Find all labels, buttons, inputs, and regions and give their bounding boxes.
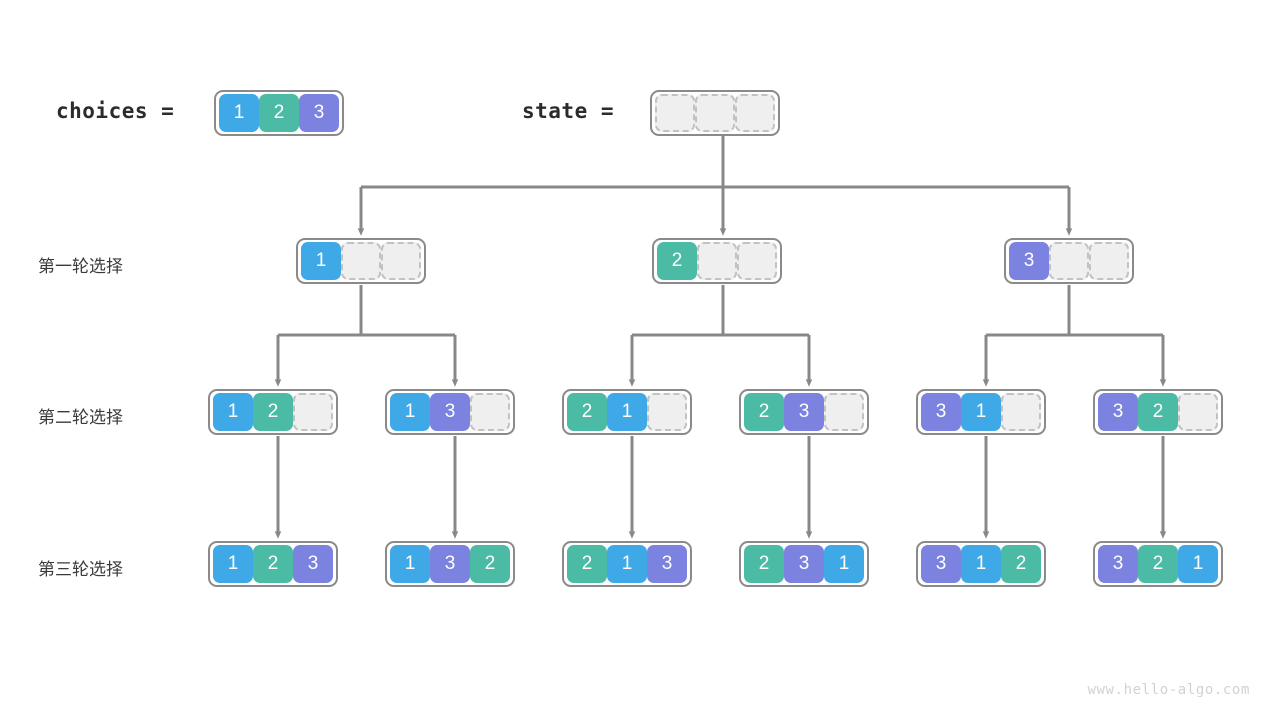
r1-n3-slot-1: 3 <box>1009 242 1049 280</box>
state-slot-2-empty <box>695 94 735 132</box>
r3-n3-slot-3: 3 <box>647 545 687 583</box>
r2-n2-slot-1: 1 <box>390 393 430 431</box>
r3-n2-slot-1: 1 <box>390 545 430 583</box>
r2-n6-slot-2: 2 <box>1138 393 1178 431</box>
tree-node-r1-n1: 1 <box>296 238 426 284</box>
choices-slot-2: 2 <box>259 94 299 132</box>
r3-n1-slot-1: 1 <box>213 545 253 583</box>
r2-n2-slot-2: 3 <box>430 393 470 431</box>
r1-n1-slot-3-empty <box>381 242 421 280</box>
choices-slot-1: 1 <box>219 94 259 132</box>
r3-n1-slot-3: 3 <box>293 545 333 583</box>
watermark: www.hello-algo.com <box>1087 682 1250 698</box>
r3-n3-slot-1: 2 <box>567 545 607 583</box>
r2-n1-slot-3-empty <box>293 393 333 431</box>
r2-n4-slot-1: 2 <box>744 393 784 431</box>
r2-n6-slot-1: 3 <box>1098 393 1138 431</box>
state-slot-3-empty <box>735 94 775 132</box>
r2-n4-slot-2: 3 <box>784 393 824 431</box>
r3-n3-slot-2: 1 <box>607 545 647 583</box>
r3-n4-slot-3: 1 <box>824 545 864 583</box>
r2-n2-slot-3-empty <box>470 393 510 431</box>
choices-label: choices = <box>56 99 175 123</box>
state-array <box>650 90 780 136</box>
r2-n3-slot-1: 2 <box>567 393 607 431</box>
r3-n5-slot-2: 1 <box>961 545 1001 583</box>
r3-n1-slot-2: 2 <box>253 545 293 583</box>
r3-n2-slot-3: 2 <box>470 545 510 583</box>
r1-n1-slot-2-empty <box>341 242 381 280</box>
r2-n5-slot-2: 1 <box>961 393 1001 431</box>
r3-n5-slot-3: 2 <box>1001 545 1041 583</box>
row-label-round-1: 第一轮选择 <box>38 257 123 276</box>
r2-n3-slot-2: 1 <box>607 393 647 431</box>
r3-n2-slot-2: 3 <box>430 545 470 583</box>
r1-n3-slot-3-empty <box>1089 242 1129 280</box>
tree-node-r1-n2: 2 <box>652 238 782 284</box>
r1-n1-slot-1: 1 <box>301 242 341 280</box>
r3-n6-slot-3: 1 <box>1178 545 1218 583</box>
r3-n6-slot-2: 2 <box>1138 545 1178 583</box>
row-label-round-3: 第三轮选择 <box>38 560 123 579</box>
r1-n3-slot-2-empty <box>1049 242 1089 280</box>
state-label: state = <box>522 99 615 123</box>
r2-n6-slot-3-empty <box>1178 393 1218 431</box>
row-label-round-2: 第二轮选择 <box>38 408 123 427</box>
r2-n1-slot-1: 1 <box>213 393 253 431</box>
state-slot-1-empty <box>655 94 695 132</box>
r2-n5-slot-3-empty <box>1001 393 1041 431</box>
r3-n6-slot-1: 3 <box>1098 545 1138 583</box>
r2-n1-slot-2: 2 <box>253 393 293 431</box>
r1-n2-slot-1: 2 <box>657 242 697 280</box>
r3-n4-slot-1: 2 <box>744 545 784 583</box>
r3-n5-slot-1: 3 <box>921 545 961 583</box>
choices-slot-3: 3 <box>299 94 339 132</box>
r2-n5-slot-1: 3 <box>921 393 961 431</box>
r3-n4-slot-2: 3 <box>784 545 824 583</box>
tree-node-r1-n3: 3 <box>1004 238 1134 284</box>
r1-n2-slot-3-empty <box>737 242 777 280</box>
r2-n4-slot-3-empty <box>824 393 864 431</box>
r1-n2-slot-2-empty <box>697 242 737 280</box>
r2-n3-slot-3-empty <box>647 393 687 431</box>
